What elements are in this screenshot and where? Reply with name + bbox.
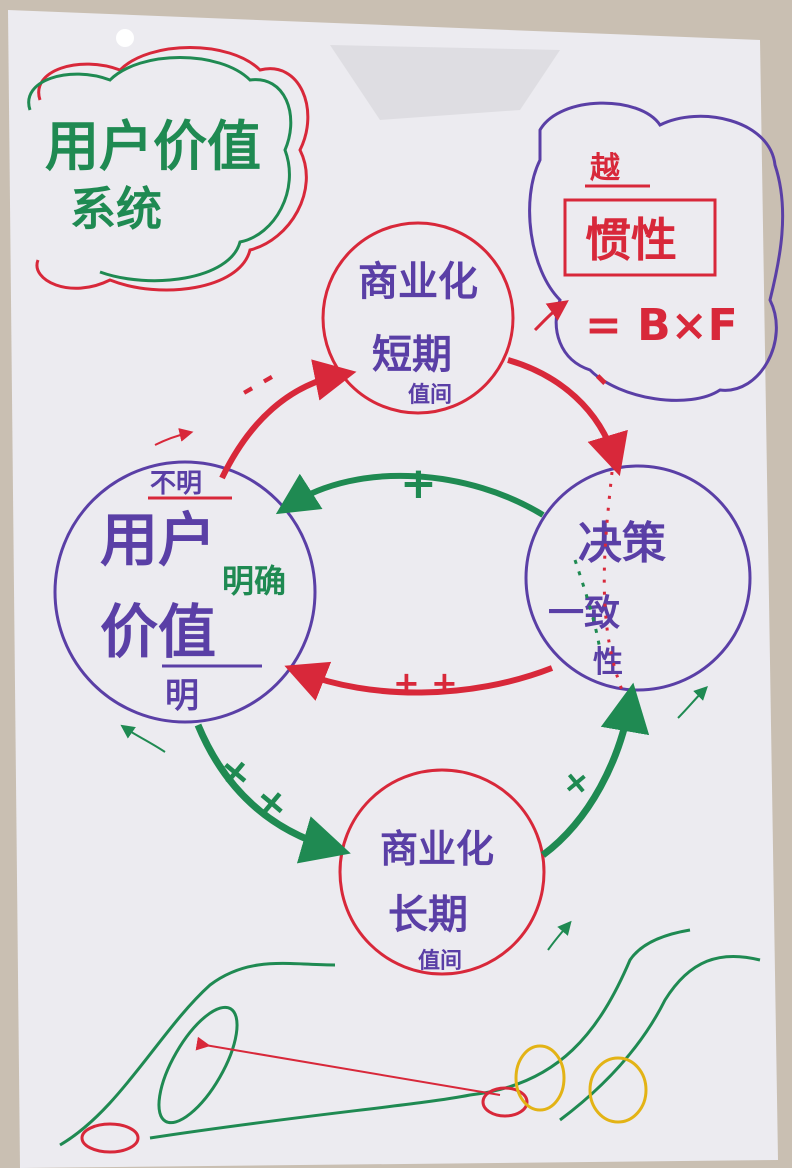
- inertia-formula: = B×F: [585, 300, 738, 351]
- user-value-overlay: 明确: [222, 562, 286, 600]
- inertia-note: 越 惯性 = B×F: [528, 101, 785, 402]
- title-line1: 用户价值: [45, 115, 261, 178]
- commercial-short-line1: 商业化: [358, 259, 478, 305]
- sketch-curve-2: [149, 928, 691, 1140]
- mini-arrow-right: [677, 686, 708, 719]
- sketch-curve-1: [59, 961, 336, 1147]
- arrow-long-to-decision: [540, 682, 650, 858]
- inertia-box: [563, 198, 717, 277]
- bottom-sketch: [59, 928, 761, 1154]
- sign-middle-red: + +: [393, 664, 458, 702]
- commercial-long-sub: 值间: [418, 948, 462, 974]
- user-value-bottom-label: 明: [165, 676, 199, 716]
- mini-arrow-left: [120, 724, 166, 753]
- inertia-header: 越: [590, 151, 621, 186]
- user-value-top-label: 不明: [150, 469, 202, 499]
- paper-sheet: [8, 10, 778, 1168]
- sketch-oval-green: [157, 1005, 239, 1125]
- commercial-long-line1: 商业化: [380, 827, 494, 871]
- decision-overlay-line1: 一致: [548, 593, 620, 634]
- title-line2: 系统: [70, 182, 162, 236]
- title-cloud: 用户价值 系统: [27, 46, 310, 292]
- node-commercial-long: [338, 768, 546, 976]
- paper-shadow: [330, 45, 560, 120]
- node-user-value: [53, 460, 317, 724]
- sketch-oval-yellow-1: [514, 1044, 566, 1112]
- decision-overlay-line2: 性: [593, 645, 623, 680]
- decision-dotted-red: [602, 471, 624, 691]
- pin-hole: [116, 29, 134, 47]
- arrow-user-to-short: [219, 359, 357, 480]
- arrow-short-to-inertia: [533, 300, 569, 332]
- commercial-long-line2: 长期: [388, 892, 468, 938]
- commercial-short-line2: 短期: [372, 332, 452, 378]
- commercial-short-sub: 值间: [408, 382, 452, 408]
- sketch-curve-3: [559, 954, 761, 1122]
- arrow-decision-to-user-green: [275, 472, 545, 518]
- sketch-oval-red-left: [80, 1122, 140, 1154]
- node-commercial-short: [321, 221, 515, 415]
- decision-dotted-green: [573, 559, 602, 651]
- user-value-line2: 价值: [100, 598, 216, 666]
- mini-arrow-bottom: [547, 920, 572, 951]
- arrow-decision-to-user-red: [284, 661, 554, 701]
- mini-arrow-top-left: [154, 428, 194, 446]
- sketch-red-line: [195, 1036, 501, 1096]
- sign-middle-green: +: [400, 458, 437, 509]
- inertia-boxed-label: 惯性: [585, 213, 677, 267]
- sketch-oval-yellow-2: [588, 1056, 648, 1124]
- decision-main: 决策: [578, 518, 666, 569]
- arrow-short-to-decision: [507, 357, 628, 477]
- arrow-user-to-long: [194, 723, 351, 864]
- user-value-line1: 用户: [100, 506, 216, 574]
- sketch-oval-red-mid: [481, 1086, 529, 1118]
